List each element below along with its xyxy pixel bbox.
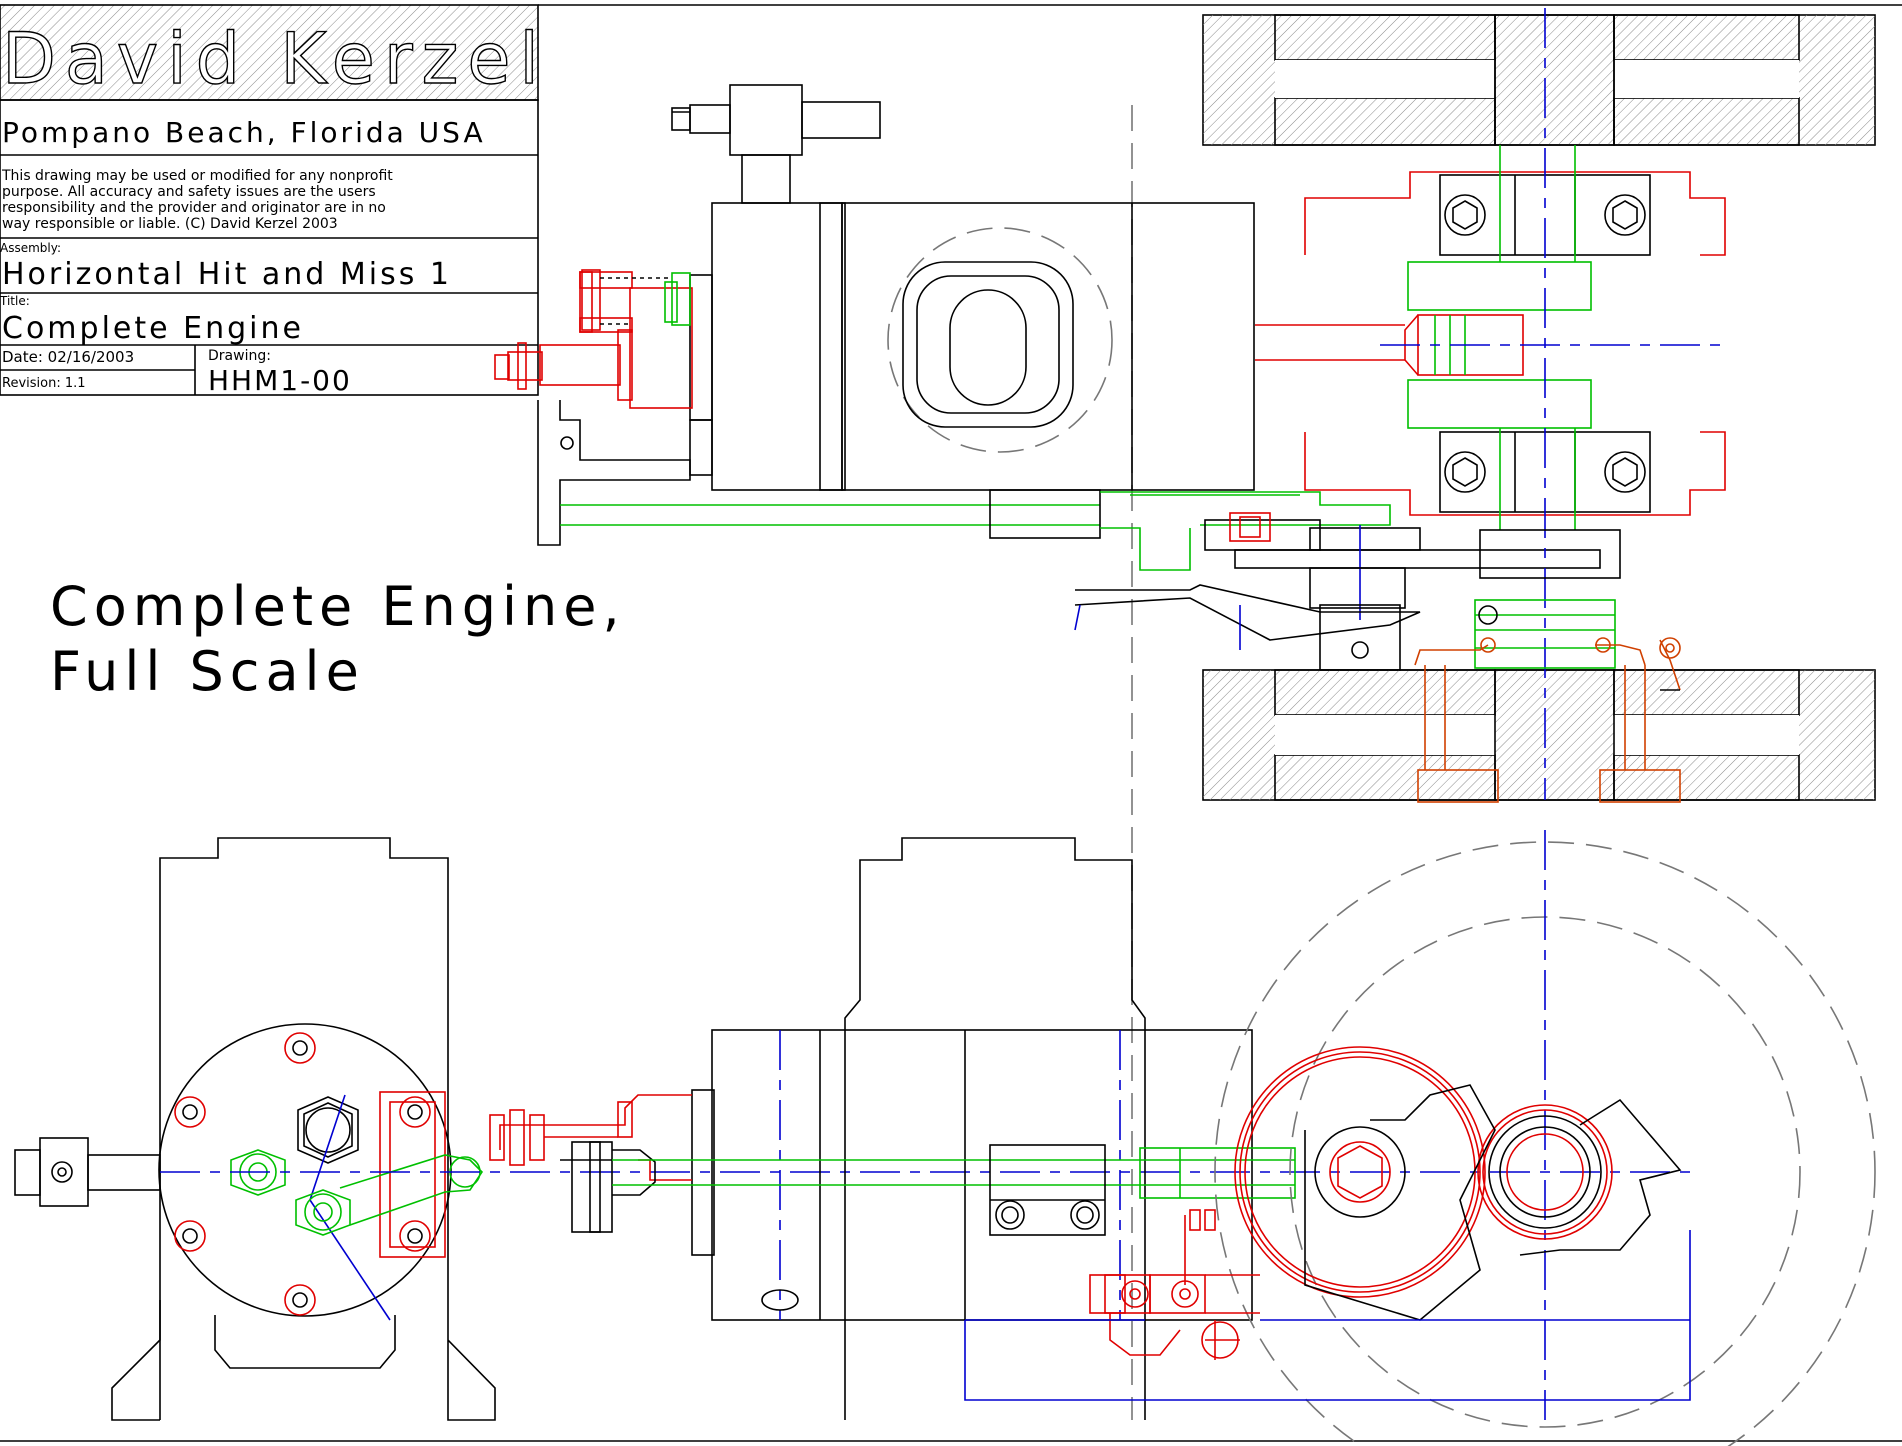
location-text: Pompano Beach, Florida USA (2, 116, 486, 149)
side-view (14, 830, 1876, 1446)
notice-line-2: purpose. All accuracy and safety issues … (2, 184, 376, 200)
assembly-label: Assembly: (0, 241, 61, 255)
notice-line-3: responsibility and the provider and orig… (2, 200, 386, 216)
drawing-frame (0, 4, 1902, 1442)
drawing-label: Drawing: (208, 348, 271, 364)
drawing-title: Complete Engine (2, 311, 304, 346)
notice-line-1: This drawing may be used or modified for… (1, 168, 393, 184)
caption-line-1: Complete Engine, (50, 575, 626, 638)
title-block: David Kerzel Pompano Beach, Florida USA … (0, 4, 548, 397)
drawing-number: HHM1-00 (208, 364, 352, 397)
top-view (494, 8, 1876, 803)
title-label: Title: (0, 294, 30, 308)
author-name: David Kerzel (2, 18, 548, 100)
revision-text: Revision: 1.1 (2, 376, 86, 391)
notice-line-4: way responsible or liable. (C) David Ker… (2, 216, 338, 232)
view-caption: Complete Engine, Full Scale (50, 575, 626, 703)
assembly-name: Horizontal Hit and Miss 1 (2, 257, 452, 292)
date-text: Date: 02/16/2003 (2, 348, 134, 366)
caption-line-2: Full Scale (50, 640, 365, 703)
